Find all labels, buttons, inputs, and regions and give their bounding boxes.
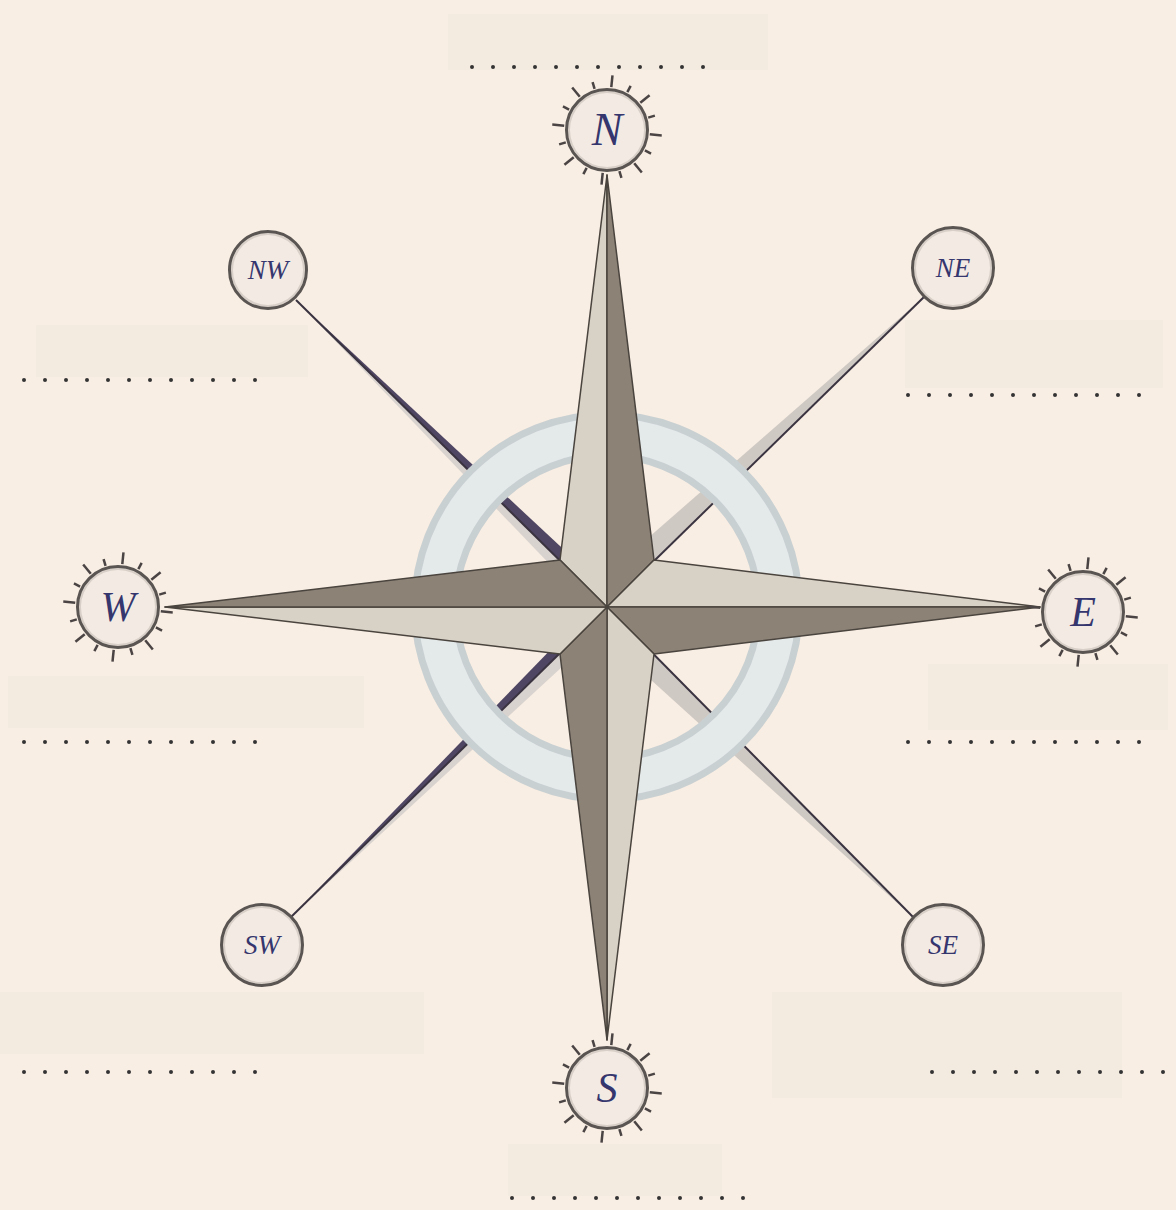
cardinal-star <box>165 175 1040 1040</box>
direction-label: SE <box>928 932 958 959</box>
sun-rays <box>63 75 1137 1142</box>
sun-ray <box>1124 598 1131 600</box>
sun-ray <box>627 1044 630 1050</box>
answer-panels <box>0 14 1168 1196</box>
direction-label: N <box>592 107 623 153</box>
direction-circle: E <box>1041 570 1125 654</box>
sun-ray <box>619 1129 621 1136</box>
sun-ray <box>156 627 162 630</box>
direction-circle: SW <box>220 903 304 987</box>
sun-ray <box>1028 607 1040 608</box>
sun-ray <box>559 1100 566 1102</box>
sun-ray <box>648 116 655 118</box>
sun-ray <box>564 1115 573 1123</box>
sun-ray <box>645 1108 651 1111</box>
sun-ray <box>70 619 77 621</box>
sun-ray <box>145 640 153 649</box>
sun-ray <box>1048 569 1056 578</box>
sun-ray <box>619 171 621 178</box>
sun-ray <box>583 168 586 174</box>
sun-ray <box>151 572 160 580</box>
sun-ray <box>572 87 580 96</box>
sun-ray <box>1040 639 1049 647</box>
sun-ray <box>75 634 84 642</box>
sun-ray <box>634 163 642 172</box>
direction-label: NW <box>248 257 289 284</box>
sun-ray <box>648 1074 655 1076</box>
dotted-blanks <box>24 67 1168 1198</box>
sun-ray <box>645 150 651 153</box>
sun-ray <box>1103 568 1106 574</box>
sun-ray <box>113 650 114 662</box>
sun-ray <box>572 1045 580 1054</box>
sun-ray <box>563 106 569 109</box>
sun-ray <box>1087 557 1088 569</box>
sun-ray <box>650 134 662 135</box>
sun-ray <box>1039 588 1045 591</box>
sun-ray <box>104 559 106 566</box>
sun-ray <box>74 583 80 586</box>
sun-ray <box>611 75 612 87</box>
sun-ray <box>161 611 173 612</box>
sun-ray <box>593 82 595 89</box>
sun-ray <box>122 552 123 564</box>
direction-label: E <box>1070 591 1096 633</box>
sun-ray <box>1069 564 1071 571</box>
sun-ray <box>602 1131 603 1143</box>
direction-circle: NE <box>911 226 995 310</box>
direction-circle: NW <box>228 230 308 310</box>
sun-ray <box>1078 655 1079 667</box>
sun-ray <box>583 1126 586 1132</box>
sun-ray <box>1095 653 1097 660</box>
direction-circle: N <box>565 88 649 172</box>
sun-ray <box>593 1040 595 1047</box>
sun-ray <box>83 564 91 573</box>
direction-circle: W <box>76 565 160 649</box>
direction-label: SW <box>244 932 280 959</box>
sun-ray <box>1126 616 1138 617</box>
sun-ray <box>159 593 166 595</box>
sun-ray <box>611 1033 612 1045</box>
sun-ray <box>627 86 630 92</box>
sun-ray <box>650 1092 662 1093</box>
sun-ray <box>130 648 132 655</box>
sun-ray <box>559 142 566 144</box>
sun-ray <box>1116 577 1125 585</box>
sun-ray <box>1059 650 1062 656</box>
sun-ray <box>634 1121 642 1130</box>
sun-ray <box>552 125 564 126</box>
direction-circle: S <box>565 1046 649 1130</box>
direction-label: W <box>101 586 136 628</box>
sun-ray <box>138 563 141 569</box>
sun-ray <box>1121 632 1127 635</box>
sun-ray <box>564 157 573 165</box>
sun-ray <box>1110 645 1118 654</box>
sun-ray <box>1035 624 1042 626</box>
direction-label: NE <box>936 255 971 282</box>
direction-label: S <box>597 1067 618 1109</box>
sun-ray <box>640 95 649 103</box>
sun-ray <box>640 1053 649 1061</box>
direction-circle: SE <box>901 903 985 987</box>
sun-ray <box>94 645 97 651</box>
sun-ray <box>552 1083 564 1084</box>
sun-ray <box>563 1064 569 1067</box>
sun-ray <box>602 173 603 185</box>
sun-ray <box>63 602 75 603</box>
